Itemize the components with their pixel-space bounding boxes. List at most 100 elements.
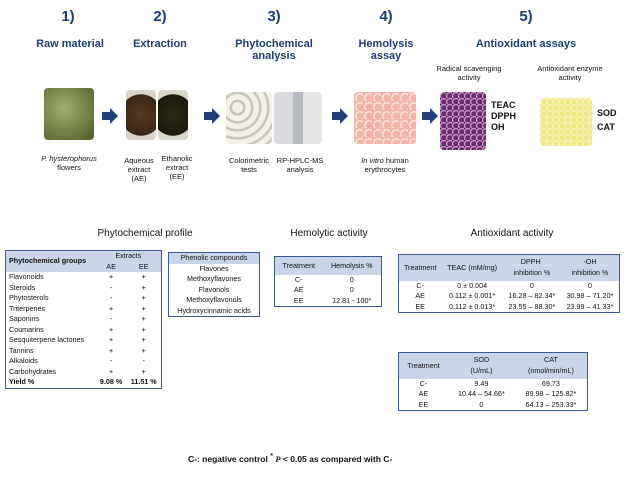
- phenolic-item: Methoxyflavones: [187, 274, 241, 283]
- oh-cell: 30.98 – 71.20*: [566, 291, 614, 300]
- group-name: Triterpenes: [9, 303, 46, 313]
- antioxidant-table: Treatment TEAC (mM/mg) DPPH˙ inhibition …: [398, 254, 620, 313]
- step-5-title: Antioxidant assays: [475, 38, 577, 50]
- hplc-ms-image: [274, 92, 322, 144]
- step-5-number: 5): [519, 8, 533, 25]
- ae-value: +: [108, 303, 114, 313]
- phenolic-item: Flavones: [199, 263, 229, 273]
- table-row: Steroids-+: [6, 283, 162, 294]
- table-row: Coumarins + +: [6, 325, 162, 336]
- table-row: Carbohydrates++: [6, 367, 162, 378]
- enzyme-plate-image: [540, 98, 592, 146]
- dpph-cell: 0: [529, 280, 534, 290]
- group-name: Tannins: [9, 345, 34, 355]
- table-row: Triterpenes++: [6, 304, 162, 315]
- species-name: P. hysterophorus: [41, 154, 97, 163]
- group-name: Coumarins: [9, 324, 44, 334]
- phenolic-item: Flavonols: [198, 284, 230, 294]
- ae-value: -: [109, 314, 113, 323]
- ae-value: -: [109, 293, 113, 302]
- table-row: Flavonoids++: [6, 272, 162, 283]
- teac-cell: 0.112 ± 0.001*: [449, 291, 496, 300]
- ae-value: +: [108, 345, 114, 355]
- oh-header: -OH inhibition %: [571, 257, 609, 277]
- teac-cell: 0.112 ± 0.013*: [449, 301, 496, 311]
- list-item: Flavones: [169, 264, 260, 275]
- step-3-number: 3): [267, 8, 281, 25]
- list-item: Flavonols: [169, 285, 260, 296]
- step-4-title: Hemolysis assay: [358, 38, 414, 62]
- cat-header: CAT (nmol/min/mL): [527, 355, 574, 375]
- oh-cell: 0: [587, 280, 592, 290]
- antiox-treatment-header: Treatment: [403, 262, 437, 272]
- ee-value: +: [141, 335, 146, 344]
- footnote-significance: < 0.05 as compared with C-: [282, 453, 393, 464]
- ae-value: +: [108, 272, 114, 281]
- raw-material-image: [44, 88, 94, 140]
- hplc-caption: RP-HPLC-MS analysis: [276, 156, 324, 174]
- sod-cell: 9.49: [474, 378, 489, 388]
- enzyme-treatment-header: Treatment: [407, 360, 440, 370]
- ethanolic-extract-caption: Ethanolic extract (EE): [161, 154, 193, 181]
- table-row: C-0: [275, 275, 382, 286]
- ee-value: +: [141, 345, 146, 355]
- phyto-groups-table: Phytochemical groups Extracts AE EE Flav…: [5, 250, 162, 389]
- phyto-groups-header: Phytochemical groups: [9, 256, 87, 266]
- group-name: Steroids: [9, 282, 36, 292]
- arrow-3-icon: [332, 108, 348, 129]
- oh-cell: 23.99 – 41.33*: [566, 301, 614, 311]
- phenolic-item: Methoxyflavonols: [186, 295, 242, 304]
- cat-cell: 69.73: [541, 378, 560, 388]
- group-name: Carbohydrates: [9, 366, 57, 376]
- phyto-profile-title: Phytochemical profile: [97, 228, 193, 239]
- col-ee-header: EE: [138, 261, 149, 271]
- teac-label: TEAC: [491, 100, 516, 110]
- enzyme-assay-labels: SOD CAT: [597, 106, 617, 134]
- footnote-p: P: [275, 453, 281, 464]
- radical-scavenging-subtitle: Radical scavenging activity: [436, 64, 502, 82]
- ee-value: +: [141, 324, 146, 334]
- ee-value: +: [141, 366, 146, 376]
- dpph-cell: 23.55 – 88.30*: [508, 301, 556, 311]
- step-4-caption: In vitro human erythrocytes: [350, 156, 420, 174]
- hemolysis-cell: 0: [349, 285, 354, 294]
- arrow-1-icon: [102, 108, 118, 129]
- ee-value: +: [141, 293, 146, 302]
- in-vitro-label: In vitro: [361, 156, 384, 165]
- ae-value: -: [109, 282, 113, 292]
- list-item: Methoxyflavones: [169, 274, 260, 285]
- step-3-title: Phytochemical analysis: [235, 38, 313, 62]
- step-1-caption: P. hysterophorus flowers: [24, 154, 114, 172]
- yield-row: Yield %9.08 %11.51 %: [6, 377, 162, 388]
- radical-assay-labels: TEAC DPPH OH: [491, 100, 516, 133]
- ae-value: +: [108, 324, 114, 334]
- ee-value: -: [142, 356, 145, 365]
- treatment-cell: EE: [293, 295, 304, 305]
- phenolic-compounds-table: Phenolic compounds Flavones Methoxyflavo…: [168, 252, 260, 317]
- enzyme-activity-subtitle: Antioxidant enzyme activity: [537, 64, 603, 82]
- erythrocytes-plate-image: [354, 92, 416, 144]
- step-2-number: 2): [153, 8, 167, 25]
- step-1-number: 1): [61, 8, 75, 25]
- ae-value: +: [108, 335, 114, 344]
- footnote-control: C-: negative control: [188, 453, 268, 464]
- teac-cell: 0 ± 0.004: [457, 280, 488, 290]
- cat-cell: 89.98 – 125.82*: [525, 389, 577, 398]
- hemo-value-header: Hemolysis %: [330, 260, 373, 270]
- dpph-cell: 16.28 – 82.34*: [508, 291, 556, 300]
- table-row: Sesquiterpene lactones++: [6, 335, 162, 346]
- cat-label: CAT: [597, 122, 615, 132]
- list-item: Hydroxycinnamic acids: [169, 306, 260, 317]
- table-row: Tannins + +: [6, 346, 162, 357]
- ae-value: -: [109, 356, 113, 365]
- sod-label: SOD: [597, 108, 617, 118]
- step-2-title: Extraction: [133, 38, 187, 50]
- col-ae-header: AE: [106, 261, 116, 271]
- list-item: Methoxyflavonols: [169, 295, 260, 306]
- step-4-number: 4): [379, 8, 393, 25]
